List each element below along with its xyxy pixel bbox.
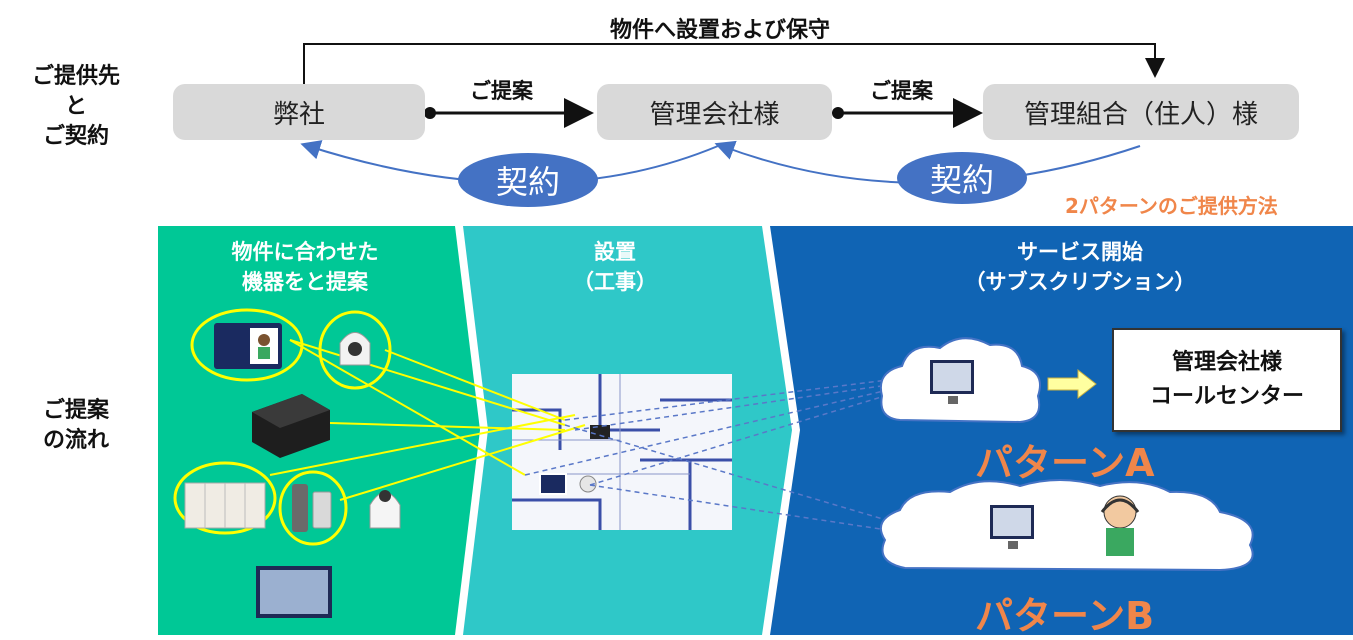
service-title-line-1: サービス開始 [1017, 240, 1143, 264]
camera-device-2 [369, 490, 401, 529]
intercom-device [292, 484, 332, 532]
flow-label-line-2: の流れ [42, 428, 109, 453]
camera-device-1 [339, 332, 371, 366]
service-panel-title: サービス開始 （サブスクリプション） [880, 237, 1280, 297]
company-box: 弊社 [173, 84, 425, 140]
pattern-a-label: パターンA [975, 441, 1155, 485]
provider-label-line-2: と [64, 94, 87, 119]
installation-title-line-2: （工事） [573, 270, 657, 294]
callcenter-line-1: 管理会社様 [1171, 350, 1282, 375]
association-box: 管理組合（住人）様 [983, 84, 1299, 140]
service-title-line-2: （サブスクリプション） [964, 270, 1196, 294]
provider-label-line-1: ご提供先 [31, 64, 120, 89]
proposal-title-line-1: 物件に合わせた [231, 240, 379, 264]
proposal-panel-title: 物件に合わせた 機器をと提案 [160, 237, 450, 297]
callcenter-line-2: コールセンター [1149, 384, 1304, 409]
installation-panel-title: 設置 （工事） [480, 237, 750, 297]
installation-title-line-1: 設置 [594, 240, 636, 264]
contract-badge-1: 契約 [458, 153, 598, 207]
flow-label-line-1: ご提案 [42, 398, 109, 423]
proposal-flow-label: ご提案 の流れ [28, 396, 124, 456]
floor-plan-image [512, 374, 732, 530]
maintenance-bracket-line [303, 43, 1165, 84]
network-dashed-lines [524, 379, 921, 536]
management-company-box: 管理会社様 [597, 84, 832, 140]
contract-badge-2: 契約 [897, 152, 1027, 204]
controller-box-device [252, 394, 330, 458]
proposal-label-2: ご提案 [870, 79, 933, 103]
device-highlight-rings [173, 308, 392, 546]
pattern-b-label: パターンB [975, 594, 1155, 638]
monitor-device [256, 566, 332, 618]
locker-device [184, 482, 266, 529]
device-connector-lines [269, 339, 586, 501]
tablet-device [214, 323, 282, 369]
provider-label-line-3: ご契約 [42, 124, 109, 149]
provision-methods-caption: 2パターンのご提供方法 [1065, 194, 1278, 218]
proposal-title-line-2: 機器をと提案 [242, 270, 368, 294]
callcenter-box: 管理会社様 コールセンター [1112, 328, 1342, 432]
cloud-pattern-b [880, 479, 1254, 572]
cloud-pattern-a [880, 337, 1041, 424]
proposal-label-1: ご提案 [470, 79, 533, 103]
callcenter-arrow-icon [1047, 368, 1097, 400]
installation-maintenance-title: 物件へ設置および保守 [609, 18, 830, 43]
provider-contract-label: ご提供先 と ご契約 [28, 62, 124, 152]
